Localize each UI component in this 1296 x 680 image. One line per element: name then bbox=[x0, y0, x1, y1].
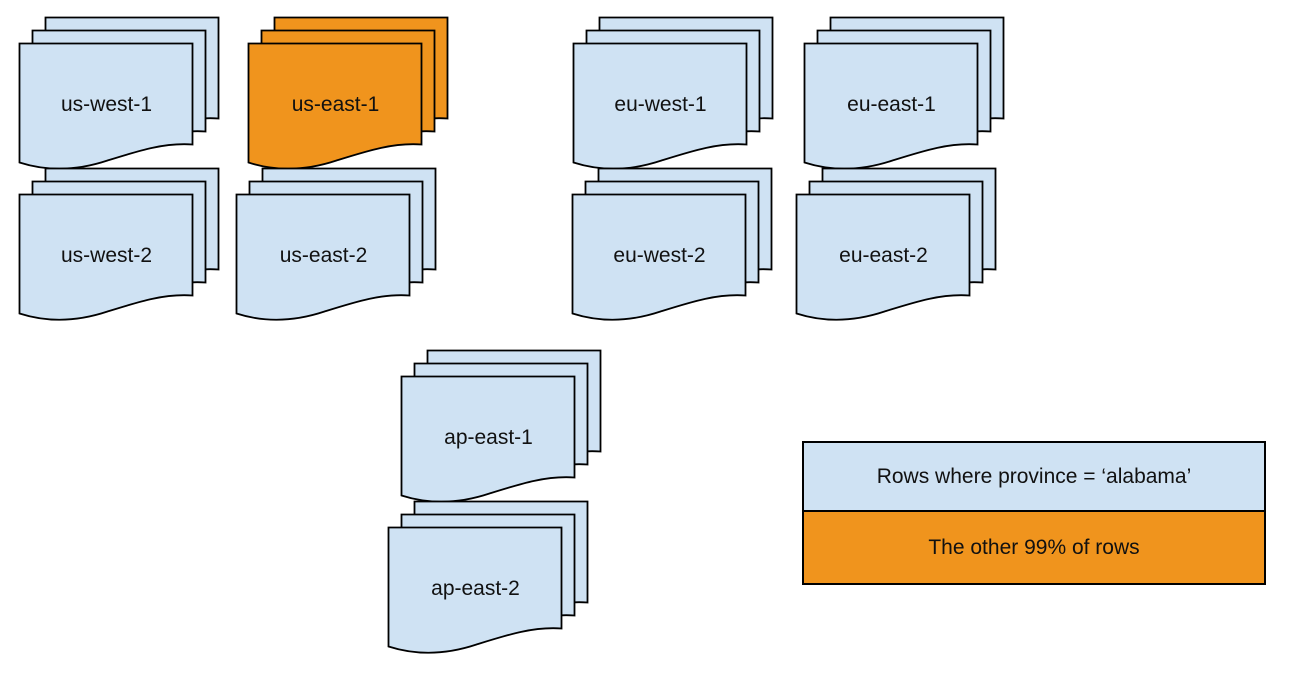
region-stack-eu-east-1: eu-east-1 bbox=[803, 16, 1006, 174]
region-stack-eu-west-2: eu-west-2 bbox=[571, 167, 774, 325]
document-shape-front bbox=[571, 193, 747, 321]
document-shape-front bbox=[795, 193, 971, 321]
document-stack-graphic bbox=[571, 167, 773, 321]
document-stack-graphic bbox=[795, 167, 997, 321]
document-stack-graphic bbox=[400, 349, 602, 503]
region-stack-ap-east-1: ap-east-1 bbox=[400, 349, 603, 507]
legend-row-other-rows: The other 99% of rows bbox=[802, 510, 1266, 585]
document-shape-front bbox=[18, 42, 194, 170]
region-stack-us-west-1: us-west-1 bbox=[18, 16, 221, 174]
legend-row-alabama-rows: Rows where province = ‘alabama’ bbox=[802, 441, 1266, 512]
region-stack-ap-east-2: ap-east-2 bbox=[387, 500, 590, 658]
document-shape-front bbox=[572, 42, 748, 170]
document-shape-front bbox=[803, 42, 979, 170]
region-stack-us-east-1: us-east-1 bbox=[247, 16, 450, 174]
legend: Rows where province = ‘alabama’ The othe… bbox=[802, 441, 1266, 585]
region-stack-eu-east-2: eu-east-2 bbox=[795, 167, 998, 325]
legend-label: The other 99% of rows bbox=[928, 535, 1140, 559]
document-shape-front bbox=[387, 526, 563, 654]
document-stack-graphic bbox=[18, 16, 220, 170]
document-shape-front bbox=[235, 193, 411, 321]
region-stack-us-east-2: us-east-2 bbox=[235, 167, 438, 325]
region-stack-us-west-2: us-west-2 bbox=[18, 167, 221, 325]
document-shape-front bbox=[247, 42, 423, 170]
document-shape-front bbox=[400, 375, 576, 503]
document-stack-graphic bbox=[387, 500, 589, 654]
legend-label: Rows where province = ‘alabama’ bbox=[876, 464, 1192, 488]
document-stack-graphic bbox=[235, 167, 437, 321]
document-stack-graphic bbox=[247, 16, 449, 170]
region-stack-eu-west-1: eu-west-1 bbox=[572, 16, 775, 174]
document-stack-graphic bbox=[572, 16, 774, 170]
document-stack-graphic bbox=[803, 16, 1005, 170]
document-shape-front bbox=[18, 193, 194, 321]
document-stack-graphic bbox=[18, 167, 220, 321]
